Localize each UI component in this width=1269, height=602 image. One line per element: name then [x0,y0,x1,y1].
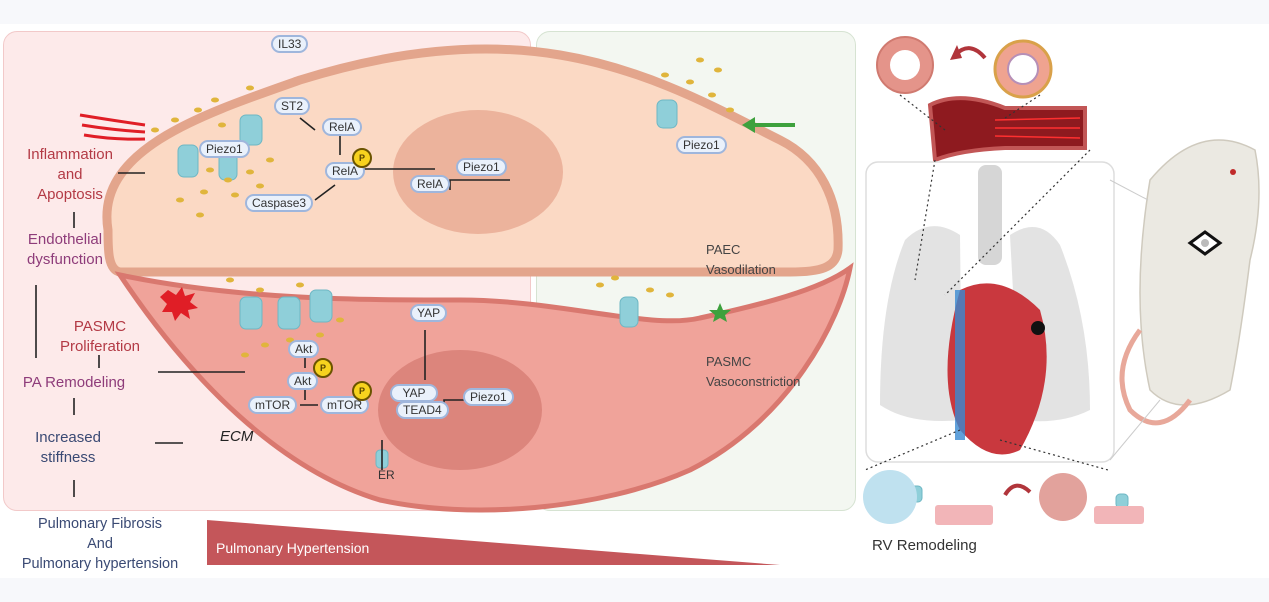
calcium-ion-particles [151,57,734,358]
green-arrowhead [742,117,755,133]
pasmc-caption: PASMC Vasoconstriction [706,352,800,392]
pasmc-line-2: Proliferation [59,338,141,355]
er-label: ER [378,468,395,482]
outcome-label: Pulmonary Fibrosis And Pulmonary hyperte… [0,514,200,574]
heart-icon [947,283,1047,455]
yap-nucleus-label: YAP [390,384,438,402]
paec-caption: PAEC Vasodilation [706,240,776,280]
st2-label: ST2 [274,97,311,115]
pasmc-proliferation-label: PASMC Proliferation [50,317,150,357]
ecm-label: ECM [220,428,254,445]
trachea-icon [978,165,1002,265]
mtor-phosphorylation-badge: P [352,381,372,401]
zoom-connector-lines [864,94,1109,471]
stiffness-line-1: Increased [35,429,101,446]
caspase3-label: Caspase3 [245,194,314,212]
piezo1-gene-smc-label: Piezo1 [463,388,514,406]
rela-nucleus-label: RelA [410,175,451,193]
piezo1-membrane-label: Piezo1 [199,140,250,158]
pulmonary-hypertension-gradient-bar [207,520,780,565]
mouse-connector-line [1109,179,1149,201]
tead4-label: TEAD4 [396,401,449,419]
inflammation-line-2: and [57,166,83,183]
paec-caption-line-1: PAEC [706,242,741,257]
healthy-myocardium-tissue-icon [863,470,917,524]
increased-stiffness-label: Increased stiffness [18,428,118,468]
endothelial-dysfunction-label: Endothelial dysfunction [10,230,120,270]
inflammation-apoptosis-label: Inflammation and Apoptosis [10,145,130,205]
rv-remodeling-label: RV Remodeling [872,537,977,554]
left-lung-icon [880,226,962,421]
pulmonary-hypertension-label: Pulmonary Hypertension [216,540,370,556]
pathway-arrows [35,117,510,497]
outcome-line-3: Pulmonary hypertension [21,556,179,572]
phospho-rela-label: RelA [325,162,366,180]
outcome-line-2: And [87,536,113,552]
phospho-mtor-label: mTOR [320,396,370,414]
mtor-label: mTOR [248,396,298,414]
remodeled-myocardium-tissue-icon [1039,473,1087,521]
pasmc-caption-line-2: Vasoconstriction [706,374,801,389]
inflammation-line-3: Apoptosis [37,186,103,203]
yap-label: YAP [410,304,448,322]
remodeled-cardiomyocyte-icon [1094,506,1144,524]
stiffness-line-2: stiffness [40,449,96,466]
inflammation-line-1: Inflammation [27,146,113,163]
endothelial-line-1: Endothelial [27,231,103,248]
akt-label: Akt [288,340,320,358]
healthy-piezo1-label: Piezo1 [676,136,727,154]
smooth-muscle-nucleus [378,350,542,470]
rela-label: RelA [322,118,363,136]
mouse-eye-icon [1230,169,1236,175]
phospho-akt-label: Akt [287,372,319,390]
phosphorylation-badge: P [352,148,372,168]
mouse-tail-icon [1119,328,1192,426]
pa-remodeling-label: PA Remodeling [22,374,126,391]
rv-reversal-arrow-icon [1003,483,1032,497]
endothelial-line-2: dysfunction [27,251,103,268]
inflammatory-burst-icon [160,287,198,321]
il33-label: IL33 [271,35,309,53]
piezo1-gene-label: Piezo1 [456,158,507,176]
pasmc-line-1: PASMC [73,318,127,335]
blocked-vessel-icon [1031,321,1045,335]
pulmonary-artery-illustration [927,96,1087,163]
mouse-illustration [1139,139,1260,406]
vena-cava-icon [955,290,965,440]
pasmc-caption-line-1: PASMC [706,354,752,369]
akt-phosphorylation-badge: P [313,358,333,378]
outcome-line-1: Pulmonary Fibrosis [37,516,163,532]
disturbed-flow-icon [79,113,146,141]
healthy-cardiomyocyte-icon [935,505,993,525]
vasodilator-star-icon [709,303,731,322]
paec-caption-line-2: Vasodilation [706,262,776,277]
